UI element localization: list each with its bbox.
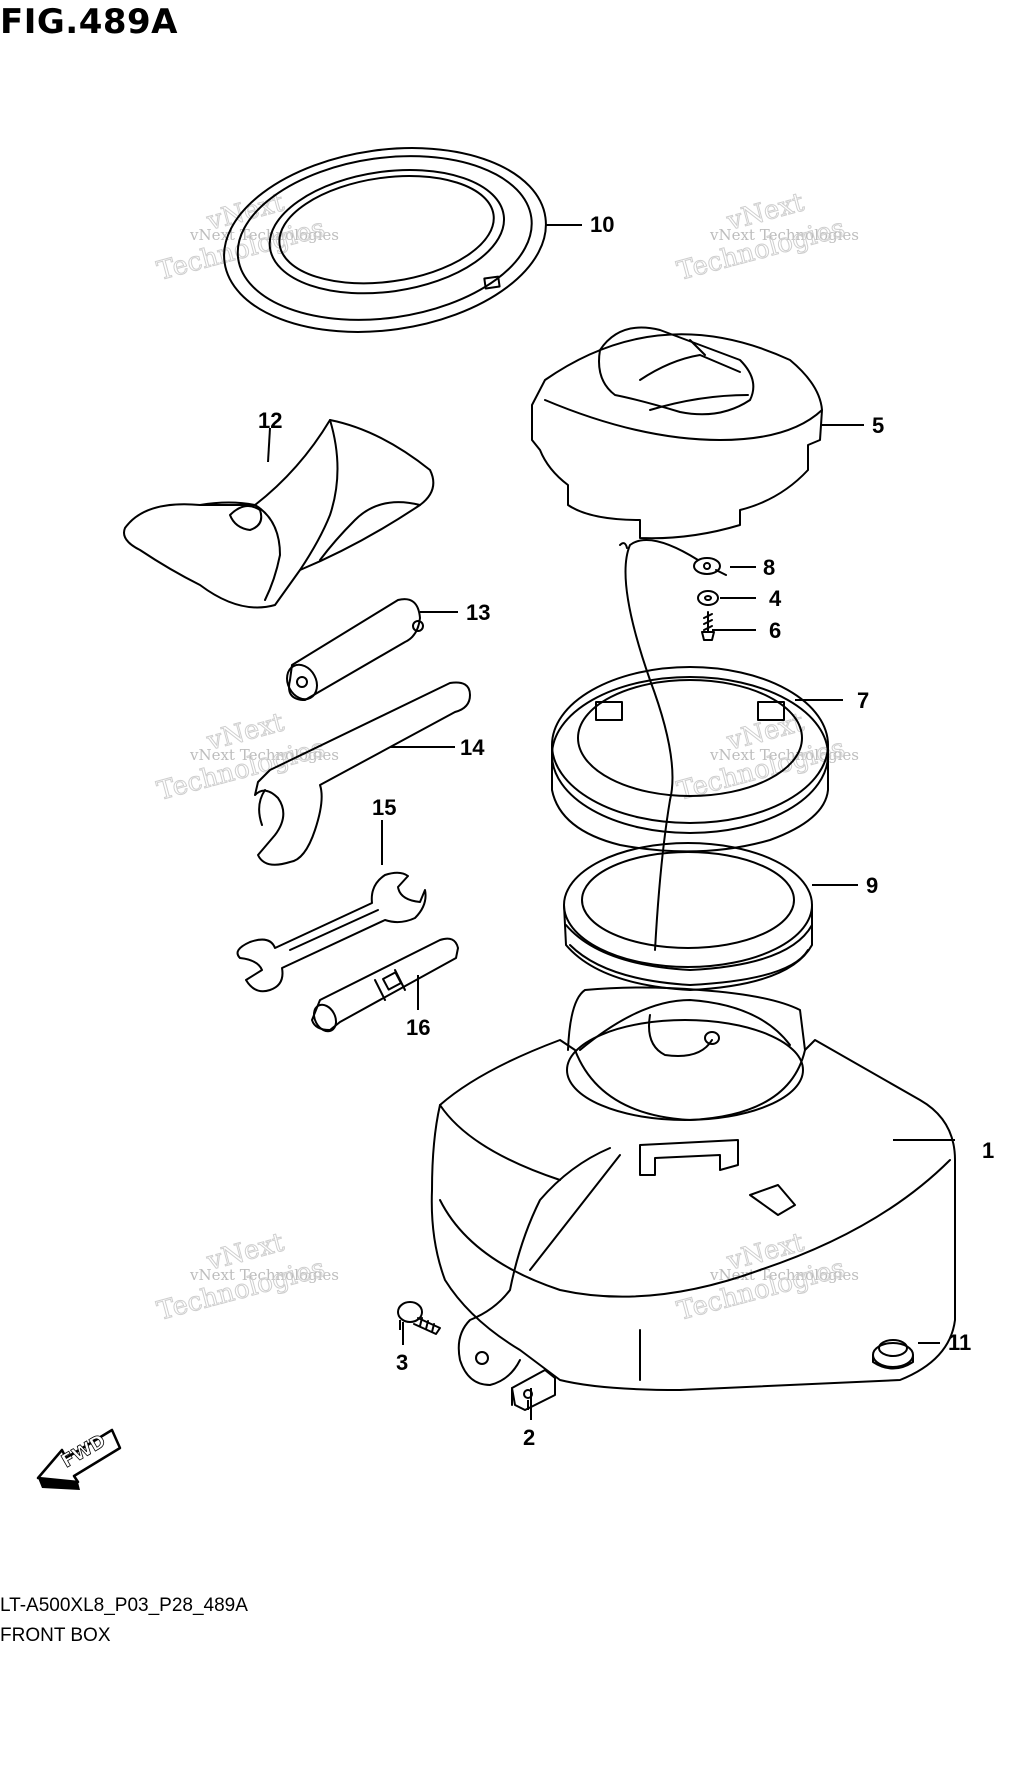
callout-7: 7	[857, 688, 869, 713]
callout-labels: 1 2 3 4 5 6 7 8 9 10 11 12 13 14 15 16	[258, 212, 994, 1450]
washer-part	[697, 590, 719, 606]
callout-15: 15	[372, 795, 396, 820]
callout-3: 3	[396, 1350, 408, 1375]
screw-part	[701, 611, 715, 641]
watermark: vNext Technologies vNext Technologies	[154, 707, 339, 807]
svg-text:vNext Technologies: vNext Technologies	[189, 1266, 339, 1284]
callout-5: 5	[872, 413, 884, 438]
callout-12: 12	[258, 408, 282, 433]
diagram-code: LT-A500XL8_P03_P28_489A	[0, 1595, 248, 1616]
callout-11: 11	[948, 1330, 971, 1355]
open-end-wrench-part	[236, 871, 427, 993]
tool-bag-part	[123, 419, 435, 609]
leader-lines	[267, 224, 955, 1420]
callout-9: 9	[866, 873, 878, 898]
svg-text:vNext Technologies: vNext Technologies	[709, 226, 859, 244]
watermark: vNext Technologies vNext Technologies	[154, 1227, 339, 1327]
svg-text:vNext Technologies: vNext Technologies	[189, 746, 339, 764]
inner-ring-part	[563, 842, 813, 991]
spanner-wrench-part	[254, 681, 471, 866]
watermark: vNext Technologies vNext Technologies	[154, 187, 339, 287]
fwd-arrow-icon: FWD	[36, 1428, 122, 1490]
callout-2: 2	[523, 1425, 535, 1450]
callout-13: 13	[466, 600, 490, 625]
tether-wire-part	[624, 539, 720, 1057]
diagram-name: FRONT BOX	[0, 1625, 111, 1646]
svg-text:vNext Technologies: vNext Technologies	[709, 1266, 859, 1284]
callout-6: 6	[769, 618, 781, 643]
callout-14: 14	[460, 735, 485, 760]
figure-title: FIG.489A	[0, 2, 178, 42]
bracket-part	[511, 1369, 556, 1411]
watermark: vNext Technologies vNext Technologies	[674, 707, 859, 807]
wire-clip-part	[619, 542, 727, 576]
bolt-part	[397, 1301, 441, 1335]
callout-10: 10	[590, 212, 614, 237]
svg-text:vNext Technologies: vNext Technologies	[709, 746, 859, 764]
callout-4: 4	[769, 586, 782, 611]
callout-1: 1	[982, 1138, 994, 1163]
plug-wrench-part	[311, 937, 459, 1033]
seal-ring-part	[223, 147, 547, 333]
watermark: vNext Technologies vNext Technologies	[674, 187, 859, 287]
cap-part	[531, 326, 823, 540]
callout-16: 16	[406, 1015, 430, 1040]
callout-8: 8	[763, 555, 775, 580]
cylinder-part	[286, 598, 424, 701]
front-box-part	[430, 986, 956, 1391]
watermarks: vNext Technologies vNext Technologies vN…	[154, 187, 859, 1327]
grommet-part	[872, 1339, 914, 1370]
